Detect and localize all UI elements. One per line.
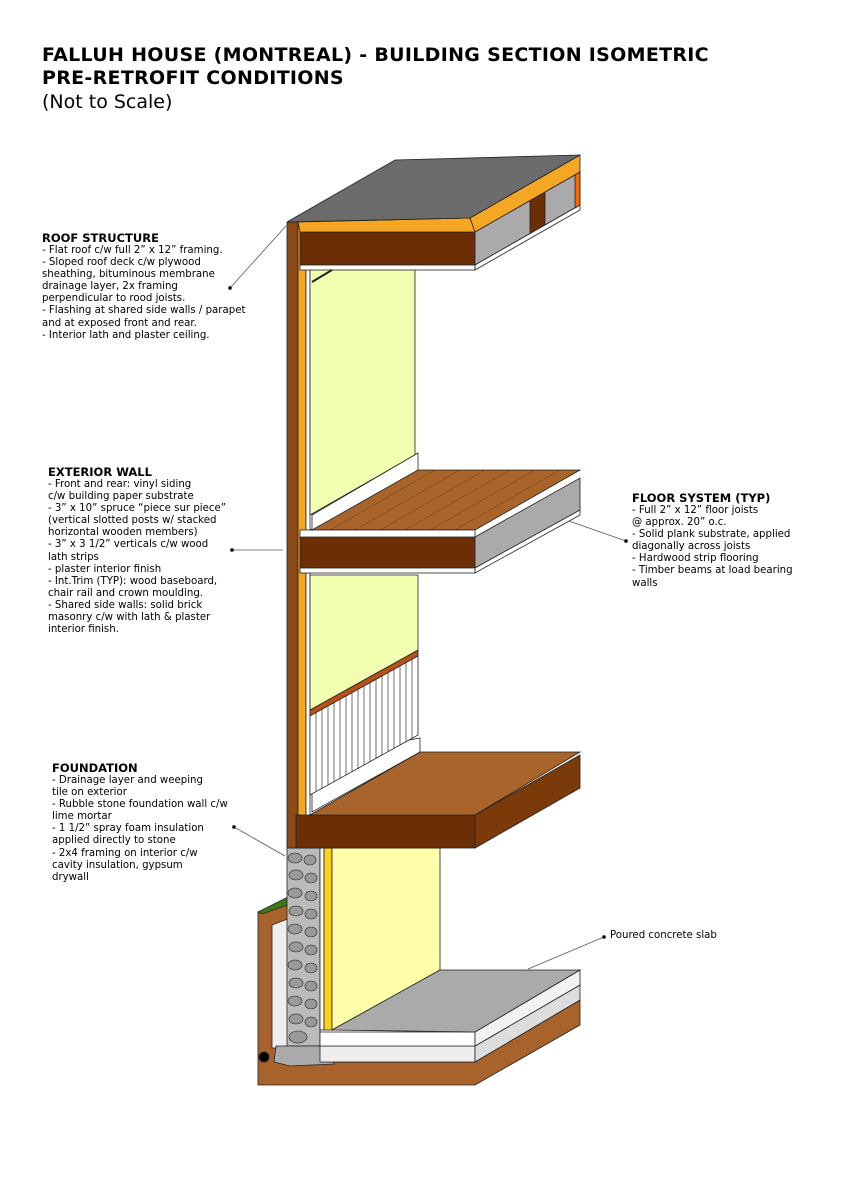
slab-edge xyxy=(319,1031,476,1047)
title-line-2: PRE-RETROFIT CONDITIONS xyxy=(42,67,344,89)
floor-strips xyxy=(329,469,561,531)
floor-beam xyxy=(295,814,476,849)
ground-floor-system xyxy=(295,574,582,849)
foundation-note: FOUNDATION - Drainage layer and weeping … xyxy=(52,762,228,884)
siding xyxy=(286,221,299,849)
plaster-ceiling xyxy=(299,264,476,271)
baseboard xyxy=(311,452,419,531)
note-heading: FOUNDATION xyxy=(52,761,138,775)
rubble-stones xyxy=(287,852,318,1044)
foundation-assembly xyxy=(257,847,582,1086)
crown-moulding xyxy=(311,269,333,283)
leader-lines xyxy=(227,225,629,970)
note-body: - Flat roof c/w full 2” x 12” framing. -… xyxy=(42,245,246,341)
floor-system-note: FLOOR SYSTEM (TYP) - Full 2” x 12” floor… xyxy=(632,492,793,590)
note-heading: ROOF STRUCTURE xyxy=(42,231,159,245)
gravel-bed xyxy=(319,1045,476,1063)
roof-assembly xyxy=(286,154,581,283)
spray-foam xyxy=(319,847,325,1031)
concrete-slab-label: Poured concrete slab xyxy=(610,930,717,941)
second-floor-system xyxy=(299,267,582,574)
roof-joist xyxy=(299,231,476,266)
drawing-subtitle: (Not to Scale) xyxy=(42,91,173,113)
note-heading: FLOOR SYSTEM (TYP) xyxy=(632,491,771,505)
exterior-wall-note: EXTERIOR WALL - Front and rear: vinyl si… xyxy=(48,466,226,636)
note-heading: EXTERIOR WALL xyxy=(48,465,152,479)
hardwood-floor xyxy=(308,751,582,816)
roof-membrane xyxy=(286,154,581,223)
note-body: - Full 2” x 12” floor joists @ approx. 2… xyxy=(632,505,793,589)
concrete-slab xyxy=(330,969,582,1033)
roof-structure-note: ROOF STRUCTURE - Flat roof c/w full 2” x… xyxy=(42,232,245,342)
floor-beam xyxy=(299,536,476,569)
stud-framing xyxy=(323,847,333,1031)
wainscot-battens xyxy=(315,658,413,792)
weeping-tile xyxy=(258,1051,270,1063)
note-body: - Drainage layer and weeping tile on ext… xyxy=(52,775,228,883)
note-body: - Front and rear: vinyl siding c/w build… xyxy=(48,479,227,636)
title-line-1: FALLUH HOUSE (MONTREAL) - BUILDING SECTI… xyxy=(42,44,709,66)
plaster-wall-lower xyxy=(309,574,419,711)
drawing-title: FALLUH HOUSE (MONTREAL) - BUILDING SECTI… xyxy=(42,44,709,90)
